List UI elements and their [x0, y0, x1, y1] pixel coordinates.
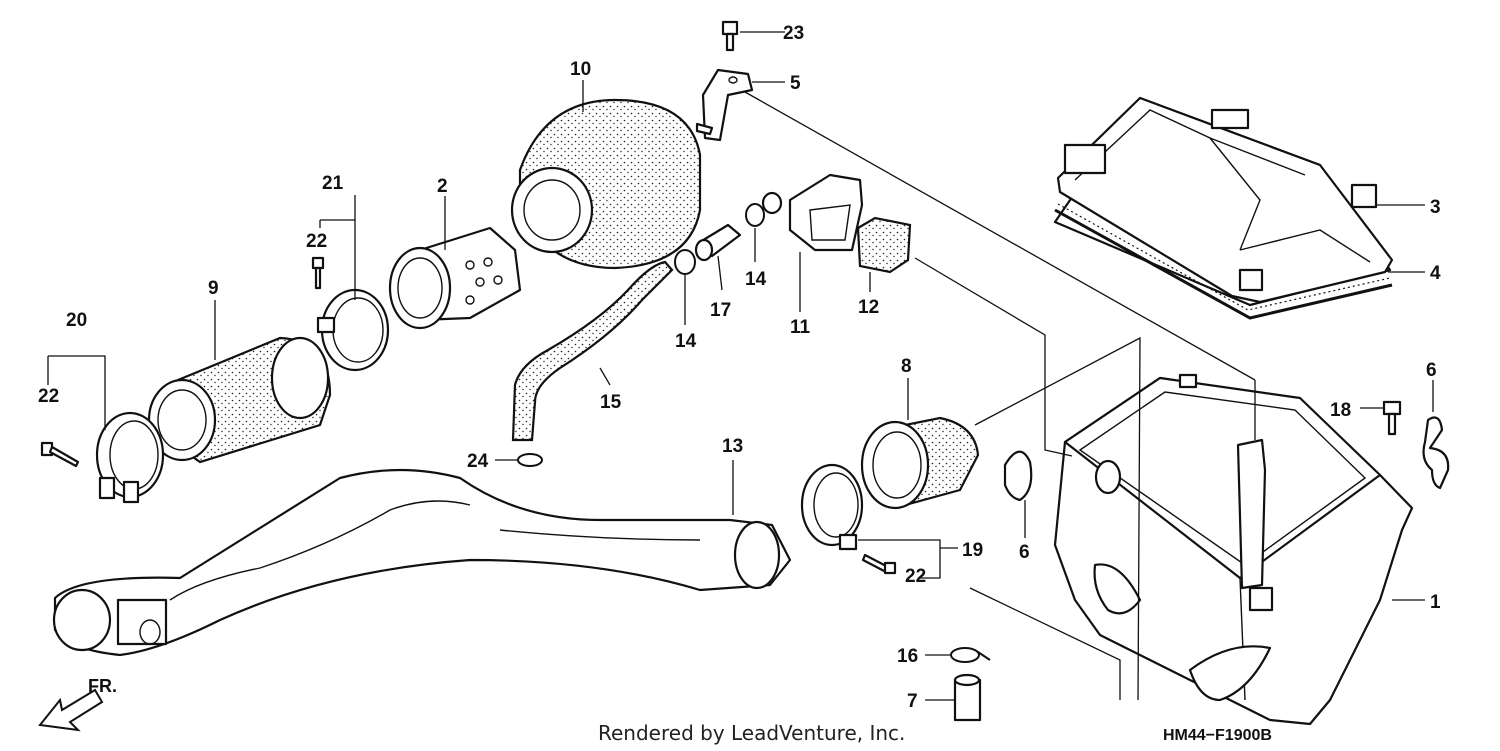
joint-fitting-17	[694, 223, 742, 262]
washer-16	[950, 647, 991, 663]
connecting-tube	[147, 336, 332, 464]
callout-2: 2	[437, 176, 448, 197]
foam-element	[856, 216, 912, 274]
callout-13: 13	[722, 436, 743, 457]
callout-22-top: 22	[306, 231, 327, 252]
bolt-18	[1382, 400, 1402, 436]
callout-9: 9	[208, 278, 219, 299]
clip-6-right	[1422, 416, 1450, 490]
callout-6-left: 6	[1019, 542, 1030, 563]
callout-8: 8	[901, 356, 912, 377]
callout-4: 4	[1430, 263, 1441, 284]
callout-6-right: 6	[1426, 360, 1437, 381]
connecting-boot	[860, 416, 980, 510]
callout-12: 12	[858, 297, 879, 318]
collar-7	[953, 673, 982, 722]
clip-6-left	[1003, 450, 1033, 502]
band-clamp-19	[800, 463, 864, 551]
callout-3: 3	[1430, 197, 1441, 218]
callout-22-right: 22	[905, 566, 926, 587]
band-clamp-20	[95, 411, 165, 504]
callout-18: 18	[1330, 400, 1351, 421]
clip-24	[517, 453, 543, 467]
callout-11: 11	[790, 317, 811, 338]
callout-14-left: 14	[675, 331, 697, 352]
callout-labels: 1 2 3 4 5 6 6 7 8 9 10 11 12 13 14 14 15…	[38, 23, 1441, 712]
air-cleaner-housing-cover	[1053, 96, 1394, 307]
callout-1: 1	[1430, 592, 1441, 613]
air-filter-element	[510, 98, 702, 270]
filter-holder	[388, 226, 522, 330]
credit-line: Rendered by LeadVenture, Inc.	[598, 721, 905, 745]
leader-lines	[47, 31, 1434, 701]
screw-22-left	[40, 441, 80, 468]
callout-21: 21	[322, 173, 344, 194]
callout-23: 23	[783, 23, 804, 44]
callout-22-left: 22	[38, 386, 59, 407]
intake-duct	[52, 468, 792, 657]
callout-10: 10	[570, 59, 591, 80]
drain-tube	[511, 260, 674, 442]
callout-20: 20	[66, 310, 87, 331]
front-direction-arrow: FR.	[38, 676, 117, 732]
hose-clip-14b	[745, 203, 765, 227]
front-label: FR.	[88, 676, 117, 696]
bolt-23	[721, 20, 739, 52]
screw-22-top	[311, 256, 325, 290]
callout-19: 19	[962, 540, 983, 561]
callout-16: 16	[897, 646, 918, 667]
breather-joint	[761, 173, 864, 252]
callout-7: 7	[907, 691, 918, 712]
air-cleaner-case	[1053, 373, 1414, 726]
callout-17: 17	[710, 300, 731, 321]
callout-5: 5	[790, 73, 801, 94]
screw-22-right	[861, 553, 897, 575]
hose-clip-14a	[674, 249, 696, 275]
mounting-bracket	[695, 68, 754, 142]
housing-gasket	[1054, 203, 1393, 320]
callout-15: 15	[600, 392, 622, 413]
drawing-code: HM44−F1900B	[1163, 727, 1272, 744]
callout-24: 24	[467, 451, 489, 472]
band-clamp-21	[316, 288, 390, 372]
callout-14-right: 14	[745, 269, 767, 290]
arrow-left-down-icon	[38, 688, 104, 732]
